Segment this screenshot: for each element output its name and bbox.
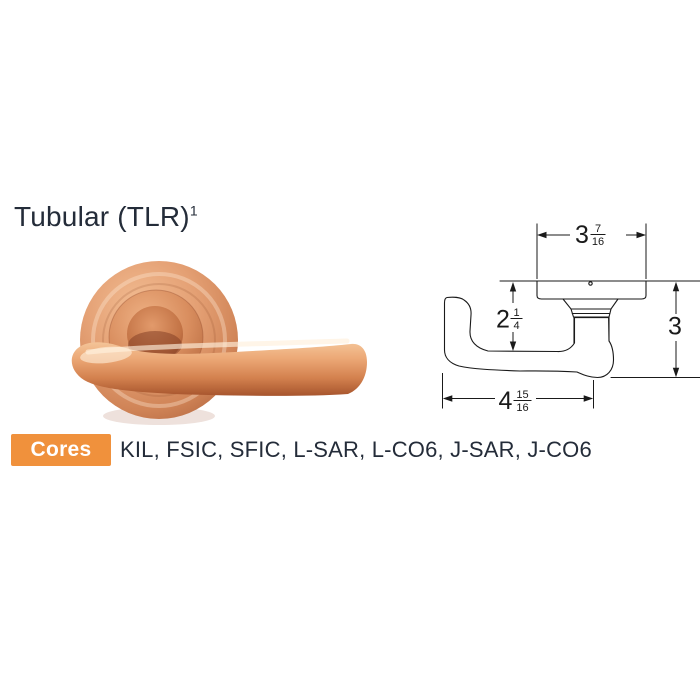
dimension-diagram: 3 7 16 2 1 4 3 4 15 16 (442, 221, 700, 415)
cores-badge-label: Cores (30, 438, 92, 461)
dim-top-to-lever-den: 4 (513, 320, 519, 332)
dim-rose-width-whole: 3 (575, 221, 589, 249)
dim-rose-width-den: 16 (592, 236, 604, 248)
dim-top-to-lever-num: 1 (513, 307, 519, 319)
lever-handle (71, 342, 367, 396)
dim-lever-length-whole: 4 (499, 387, 513, 415)
footnote-marker: 1 (189, 202, 198, 219)
dim-lever-length-den: 16 (516, 402, 528, 414)
rose-brushed-texture (91, 272, 227, 408)
dim-lever-length (442, 373, 594, 409)
page-title-text: Tubular (TLR) (14, 201, 190, 232)
arrow-down-icon (672, 367, 680, 378)
dim-rose-width (536, 223, 647, 279)
neck-step-2 (570, 308, 612, 318)
cores-list: KIL, FSIC, SFIC, L-SAR, L-CO6, J-SAR, J-… (120, 437, 592, 462)
lever-bulb-highlight (80, 346, 132, 364)
cores-row: Cores KIL, FSIC, SFIC, L-SAR, L-CO6, J-S… (11, 434, 592, 466)
dim-rose-width-num: 7 (595, 223, 601, 235)
screw-hole (588, 281, 593, 286)
arrow-right-icon (636, 231, 646, 239)
cores-badge: Cores (11, 434, 111, 466)
arrow-down-icon (509, 341, 517, 351)
dim-top-to-lever-whole: 2 (496, 306, 510, 334)
neck-step-1 (562, 298, 619, 310)
dim-lever-length-num: 15 (516, 389, 528, 401)
dim-overall-height-whole: 3 (668, 313, 682, 341)
rose-side-view (536, 280, 647, 300)
arrow-left-icon (537, 231, 547, 239)
page-title: Tubular (TLR)1 (14, 201, 198, 233)
rose-ring-line (102, 283, 216, 397)
product-photo (71, 261, 367, 425)
arrow-left-icon (442, 395, 453, 402)
arrow-right-icon (583, 395, 594, 402)
arrow-up-icon (509, 282, 517, 292)
arrow-up-icon (672, 281, 680, 292)
lever-profile (443, 296, 615, 379)
